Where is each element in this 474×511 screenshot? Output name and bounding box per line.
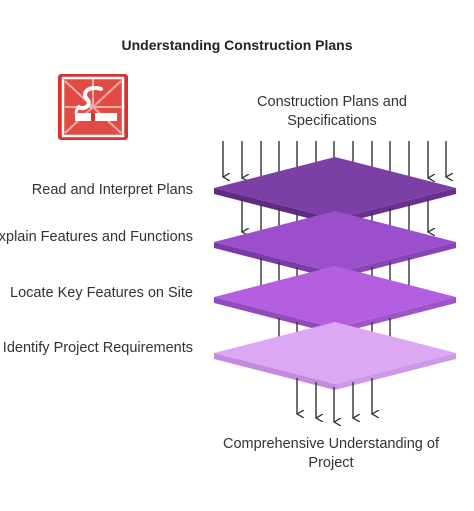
layer-4 (214, 322, 456, 390)
layer-2 (214, 211, 456, 279)
layer-label-2: Explain Features and Functions (0, 229, 193, 245)
output-arrows (297, 378, 372, 422)
layer-label-4: Identify Project Requirements (2, 340, 193, 356)
input-label: Construction Plans and Specifications (257, 94, 407, 129)
layer-3 (214, 266, 456, 334)
layer-label-1: Read and Interpret Plans (31, 182, 193, 198)
construction-plan-icon (57, 73, 129, 141)
layer-label-3: Locate Key Features on Site (10, 285, 193, 301)
layer-1 (214, 157, 456, 225)
output-label: Comprehensive Understanding of Project (222, 436, 439, 471)
diagram-title: Understanding Construction Plans (121, 37, 353, 53)
